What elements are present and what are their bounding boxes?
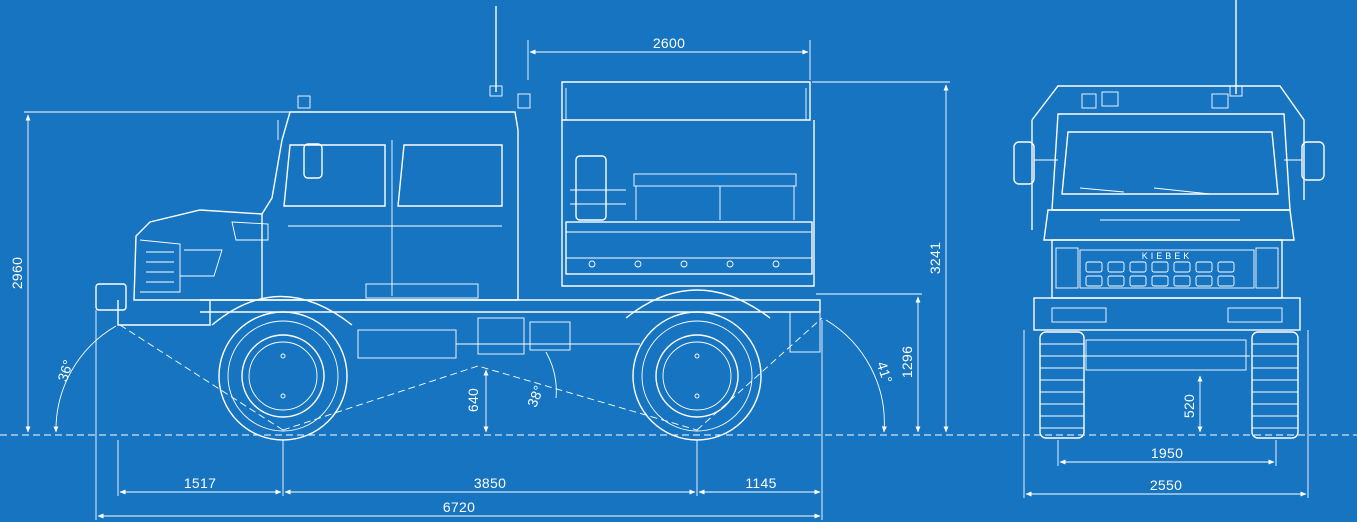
dim-length-overall: 6720 — [443, 499, 475, 515]
dim-front-overhang: 1517 — [184, 475, 216, 491]
dim-body-length: 2600 — [653, 35, 685, 51]
dim-departure-angle: 41° — [874, 359, 896, 385]
dim-approach-angle: 36° — [54, 357, 76, 383]
side-dimensions: 2600 1517 3850 1145 6720 2960 3241 1296 … — [9, 35, 950, 520]
rear-wheel — [632, 311, 762, 441]
front-dimensions: 1950 2550 520 — [1023, 330, 1309, 498]
grille-honeycomb — [1085, 261, 1235, 287]
dim-platform-height: 1296 — [899, 346, 915, 378]
dim-ground-clearance: 640 — [465, 388, 481, 412]
dim-wheelbase: 3850 — [474, 475, 506, 491]
dim-overall-width: 2550 — [1150, 477, 1182, 493]
front-left-tire — [1039, 331, 1085, 439]
grille-badge: KIEBEK — [1142, 251, 1193, 261]
front-wheel — [218, 311, 348, 441]
front-view-truck: KIEBEK — [1013, 0, 1325, 439]
side-view-truck — [95, 6, 823, 441]
dim-overall-height: 3241 — [927, 242, 943, 274]
dim-cab-height: 2960 — [9, 257, 25, 289]
dim-track-width: 1950 — [1151, 445, 1183, 461]
front-right-tire — [1251, 331, 1299, 439]
dim-breakover-angle: 38° — [524, 383, 547, 409]
dim-axle-clearance: 520 — [1181, 394, 1197, 418]
dim-rear-overhang: 1145 — [745, 475, 776, 491]
